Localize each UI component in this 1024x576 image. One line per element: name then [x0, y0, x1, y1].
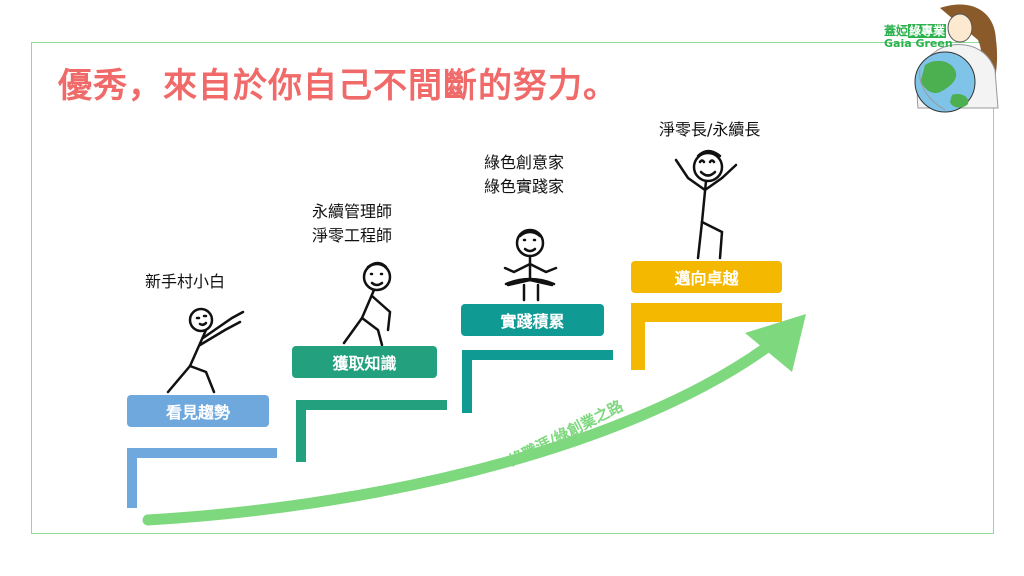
career-path-arrow	[142, 339, 776, 526]
role-label-stage-3: 綠色創意家 綠色實踐家	[484, 151, 564, 199]
role-line: 淨零工程師	[312, 226, 393, 245]
logo-name-b: 綠專業	[908, 24, 947, 38]
step-bracket-3	[462, 350, 613, 413]
step-bracket-2	[296, 400, 447, 462]
role-line: 永續管理師	[312, 202, 393, 221]
step-bracket-4	[631, 303, 782, 370]
stick-figure-1	[166, 307, 245, 394]
role-line: 綠色創意家	[484, 153, 565, 172]
step-bracket-1	[127, 448, 277, 508]
page-title: 優秀，來自於你自己不間斷的努力。	[58, 66, 618, 106]
content-frame	[31, 42, 994, 534]
logo-name-en: Gaia Green	[884, 37, 953, 50]
stage-pill-3: 實踐積累	[461, 304, 604, 336]
role-label-stage-4: 淨零長/永續長	[659, 118, 760, 142]
role-line: 新手村小白	[145, 272, 226, 291]
role-label-stage-1: 新手村小白	[145, 270, 225, 294]
role-line: 淨零長/永續長	[659, 120, 761, 139]
stage-pill-2: 獲取知識	[292, 346, 437, 378]
stick-figure-2	[342, 261, 392, 347]
role-label-stage-2: 永續管理師 淨零工程師	[312, 200, 392, 248]
stick-figure-3	[503, 228, 558, 302]
stick-figure-4	[674, 149, 738, 260]
role-line: 綠色實踐家	[484, 177, 565, 196]
stage-pill-4: 邁向卓越	[631, 261, 782, 293]
logo-name-a: 蓋婭	[884, 24, 909, 38]
career-path-arrowhead	[745, 314, 806, 372]
stage-pill-1: 看見趨勢	[127, 395, 269, 427]
